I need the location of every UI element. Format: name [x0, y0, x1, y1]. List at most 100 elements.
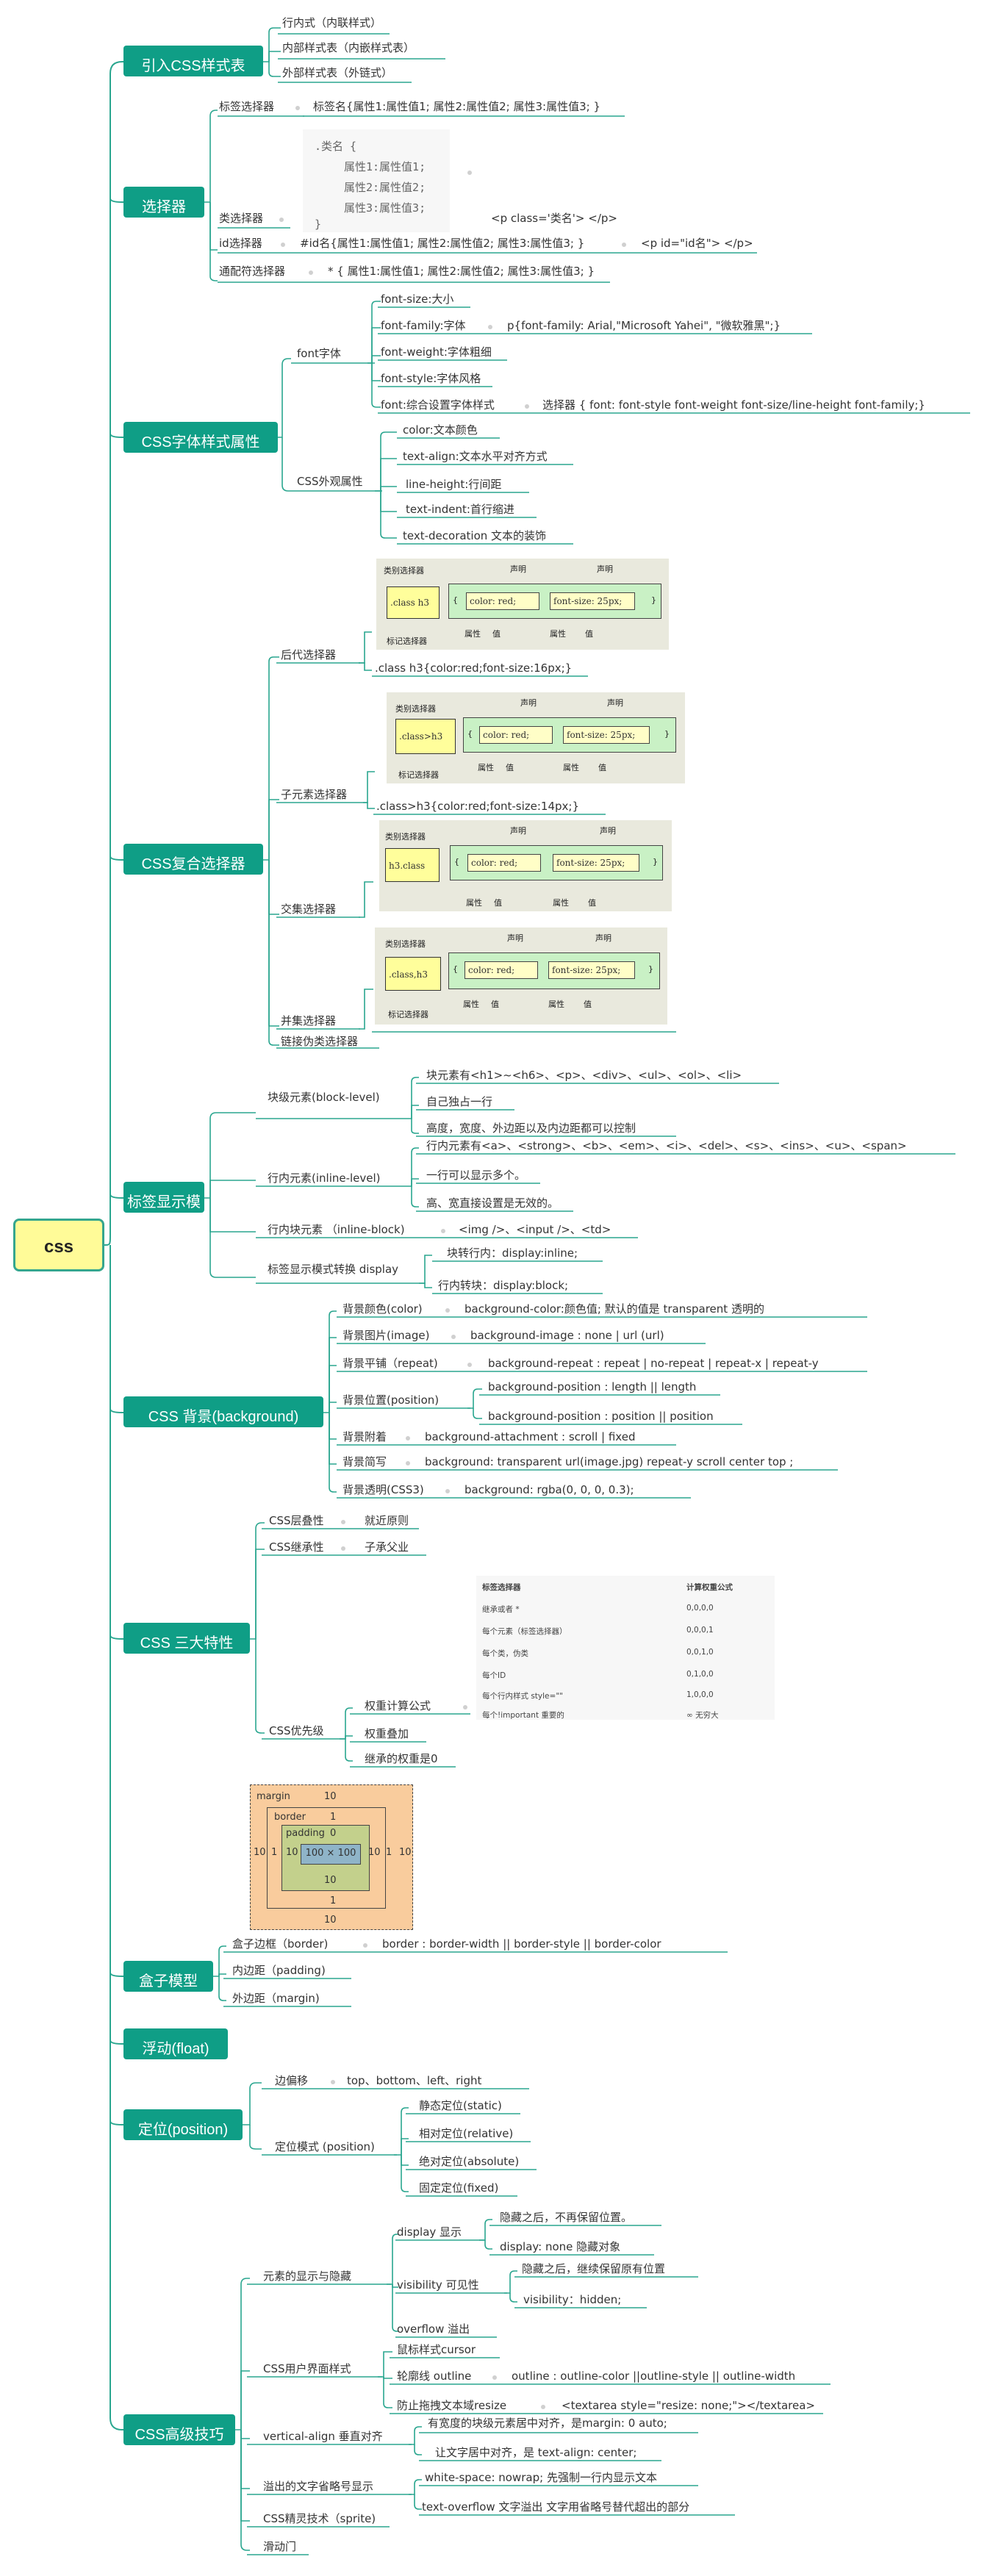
valign-desc-2[interactable]: 让文字居中对齐，是 text-align: center;	[435, 2446, 637, 2459]
bg-transparent[interactable]: 背景透明(CSS3)	[342, 1483, 424, 1496]
inline-item-1[interactable]: 行内元素有<a>、<strong>、<b>、<em>、<i>、<del>、<s>…	[426, 1139, 907, 1152]
display-show[interactable]: display 显示	[397, 2225, 462, 2239]
root-node[interactable]: css	[13, 1219, 104, 1271]
appearance-group[interactable]: CSS外观属性	[297, 475, 363, 488]
branch-position[interactable]: 定位(position)	[123, 2109, 243, 2140]
branch-three-features[interactable]: CSS 三大特性	[123, 1623, 250, 1654]
child-selector[interactable]: 子元素选择器	[281, 788, 348, 801]
visibility[interactable]: visibility 可见性	[397, 2278, 479, 2292]
outline-desc[interactable]: outline : outline-color ||outline-style …	[512, 2369, 796, 2383]
inherit-weight[interactable]: 继承的权重是0	[365, 1752, 438, 1765]
resize[interactable]: 防止拖拽文本域resize	[397, 2399, 507, 2412]
text-align-prop[interactable]: text-align:文本水平对齐方式	[403, 450, 548, 463]
branch-selectors[interactable]: 选择器	[123, 187, 204, 218]
branch-font-style[interactable]: CSS字体样式属性	[123, 422, 278, 453]
branch-display-mode[interactable]: 标签显示模式	[123, 1182, 204, 1232]
branch-background[interactable]: CSS 背景(background)	[123, 1396, 323, 1427]
position-relative[interactable]: 相对定位(relative)	[419, 2127, 514, 2140]
leaf-external-style[interactable]: 外部样式表（外链式）	[282, 66, 393, 79]
line-height-prop[interactable]: line-height:行间距	[406, 478, 502, 491]
visibility-desc-1[interactable]: 隐藏之后，继续保留原有位置	[522, 2262, 666, 2275]
bg-position-desc-1[interactable]: background-position : length || length	[488, 1380, 697, 1393]
bg-position[interactable]: 背景位置(position)	[342, 1393, 440, 1407]
display-convert[interactable]: 标签显示模式转换 display	[268, 1263, 399, 1276]
font-group[interactable]: font字体	[297, 347, 341, 360]
universal-selector[interactable]: 通配符选择器	[219, 265, 286, 278]
font-shorthand-example[interactable]: 选择器 { font: font-style font-weight font-…	[542, 398, 925, 412]
position-mode[interactable]: 定位模式 (position)	[275, 2140, 375, 2153]
leaf-internal-style[interactable]: 内部样式表（内嵌样式表）	[282, 41, 415, 54]
branch-import-css[interactable]: 引入CSS样式表	[123, 46, 263, 76]
cascade[interactable]: CSS层叠性	[269, 1514, 324, 1527]
bg-transparent-desc[interactable]: background: rgba(0, 0, 0, 0.3);	[464, 1483, 634, 1496]
pseudo-selector[interactable]: 链接伪类选择器	[281, 1035, 359, 1048]
text-ellipsis[interactable]: 溢出的文字省略号显示	[263, 2480, 374, 2493]
branch-advanced[interactable]: CSS高级技巧	[123, 2414, 235, 2445]
class-selector-html[interactable]: <p class='类名'> </p>	[491, 212, 617, 225]
class-selector[interactable]: 类选择器	[219, 212, 264, 225]
intersection-selector[interactable]: 交集选择器	[281, 903, 337, 916]
outline[interactable]: 轮廓线 outline	[397, 2369, 472, 2383]
descendant-example[interactable]: .class h3{color:red;font-size:16px;}	[375, 661, 573, 675]
resize-desc[interactable]: <textarea style="resize: none;"></textar…	[562, 2399, 815, 2412]
weight-stack[interactable]: 权重叠加	[365, 1727, 409, 1740]
inherit[interactable]: CSS继承性	[269, 1540, 324, 1554]
visibility-desc-2[interactable]: visibility：hidden;	[523, 2293, 622, 2306]
tag-selector[interactable]: 标签选择器	[219, 100, 275, 113]
convert-to-block[interactable]: 行内转块：display:block;	[438, 1279, 569, 1292]
sprite[interactable]: CSS精灵技术（sprite)	[263, 2512, 376, 2525]
bg-color-desc[interactable]: background-color:颜色值; 默认的值是 transparent …	[464, 1302, 764, 1316]
bg-image[interactable]: 背景图片(image)	[342, 1329, 430, 1342]
bg-attachment-desc[interactable]: background-attachment : scroll | fixed	[425, 1430, 636, 1443]
block-item-1[interactable]: 块元素有<h1>~<h6>、<p>、<div>、<ul>、<ol>、<li>	[426, 1069, 742, 1082]
show-hide[interactable]: 元素的显示与隐藏	[263, 2270, 352, 2283]
offset-desc[interactable]: top、bottom、left、right	[347, 2074, 482, 2087]
bg-repeat-desc[interactable]: background-repeat : repeat | no-repeat |…	[488, 1357, 819, 1370]
overflow[interactable]: overflow 溢出	[397, 2322, 470, 2336]
ellipsis-desc-2[interactable]: text-overflow 文字溢出 文字用省略号替代超出的部分	[422, 2500, 690, 2514]
bg-color[interactable]: 背景颜色(color)	[342, 1302, 423, 1316]
box-border[interactable]: 盒子边框（border)	[232, 1937, 329, 1951]
box-margin[interactable]: 外边距（margin)	[232, 1992, 320, 2005]
inline-item-2[interactable]: 一行可以显示多个。	[426, 1169, 526, 1182]
id-selector[interactable]: id选择器	[219, 237, 262, 250]
block-item-2[interactable]: 自己独占一行	[426, 1095, 493, 1108]
descendant-selector[interactable]: 后代选择器	[281, 648, 337, 661]
bg-shorthand-desc[interactable]: background: transparent url(image.jpg) r…	[425, 1455, 794, 1468]
block-item-3[interactable]: 高度，宽度、外边距以及内边距都可以控制	[426, 1122, 636, 1135]
position-fixed[interactable]: 固定定位(fixed)	[419, 2181, 499, 2195]
inherit-desc[interactable]: 子承父业	[365, 1540, 409, 1554]
union-selector[interactable]: 并集选择器	[281, 1014, 337, 1027]
font-weight[interactable]: font-weight:字体粗细	[381, 345, 492, 359]
bg-image-desc[interactable]: background-image : none | url (url)	[470, 1329, 664, 1342]
inline-item-3[interactable]: 高、宽直接设置是无效的。	[426, 1196, 559, 1210]
inline-level[interactable]: 行内元素(inline-level)	[268, 1172, 381, 1185]
universal-selector-desc[interactable]: * { 属性1:属性值1; 属性2:属性值2; 属性3:属性值3; }	[328, 265, 595, 278]
bg-position-desc-2[interactable]: background-position : position || positi…	[488, 1410, 714, 1423]
bg-repeat[interactable]: 背景平铺（repeat)	[342, 1357, 438, 1370]
font-family-example[interactable]: p{font-family: Arial,"Microsoft Yahei", …	[507, 319, 781, 332]
vertical-align[interactable]: vertical-align 垂直对齐	[263, 2430, 383, 2443]
display-desc-1[interactable]: 隐藏之后，不再保留位置。	[500, 2211, 633, 2224]
cursor[interactable]: 鼠标样式cursor	[397, 2343, 476, 2356]
id-selector-html[interactable]: <p id="id名"> </p>	[641, 237, 753, 250]
cascade-desc[interactable]: 就近原则	[365, 1514, 409, 1527]
id-selector-desc[interactable]: #id名{属性1:属性值1; 属性2:属性值2; 属性3:属性值3; }	[300, 237, 585, 250]
bg-attachment[interactable]: 背景附着	[342, 1430, 387, 1443]
box-padding[interactable]: 内边距（padding)	[232, 1964, 326, 1977]
font-family[interactable]: font-family:字体	[381, 319, 466, 332]
offset[interactable]: 边偏移	[275, 2074, 309, 2087]
ellipsis-desc-1[interactable]: white-space: nowrap; 先强制一行内显示文本	[425, 2471, 657, 2484]
weight-formula[interactable]: 权重计算公式	[365, 1699, 431, 1712]
bg-shorthand[interactable]: 背景简写	[342, 1455, 387, 1468]
position-static[interactable]: 静态定位(static)	[419, 2099, 502, 2112]
branch-compound-selectors[interactable]: CSS复合选择器	[123, 844, 263, 875]
display-desc-2[interactable]: display: none 隐藏对象	[500, 2240, 621, 2253]
text-indent-prop[interactable]: text-indent:首行缩进	[406, 503, 514, 516]
font-shorthand[interactable]: font:综合设置字体样式	[381, 398, 495, 412]
text-decoration-prop[interactable]: text-decoration 文本的装饰	[403, 529, 547, 542]
color-prop[interactable]: color:文本颜色	[403, 423, 478, 437]
child-example[interactable]: .class>h3{color:red;font-size:14px;}	[376, 800, 580, 813]
tag-selector-desc[interactable]: 标签名{属性1:属性值1; 属性2:属性值2; 属性3:属性值3; }	[313, 100, 600, 113]
font-size[interactable]: font-size:大小	[381, 293, 454, 306]
